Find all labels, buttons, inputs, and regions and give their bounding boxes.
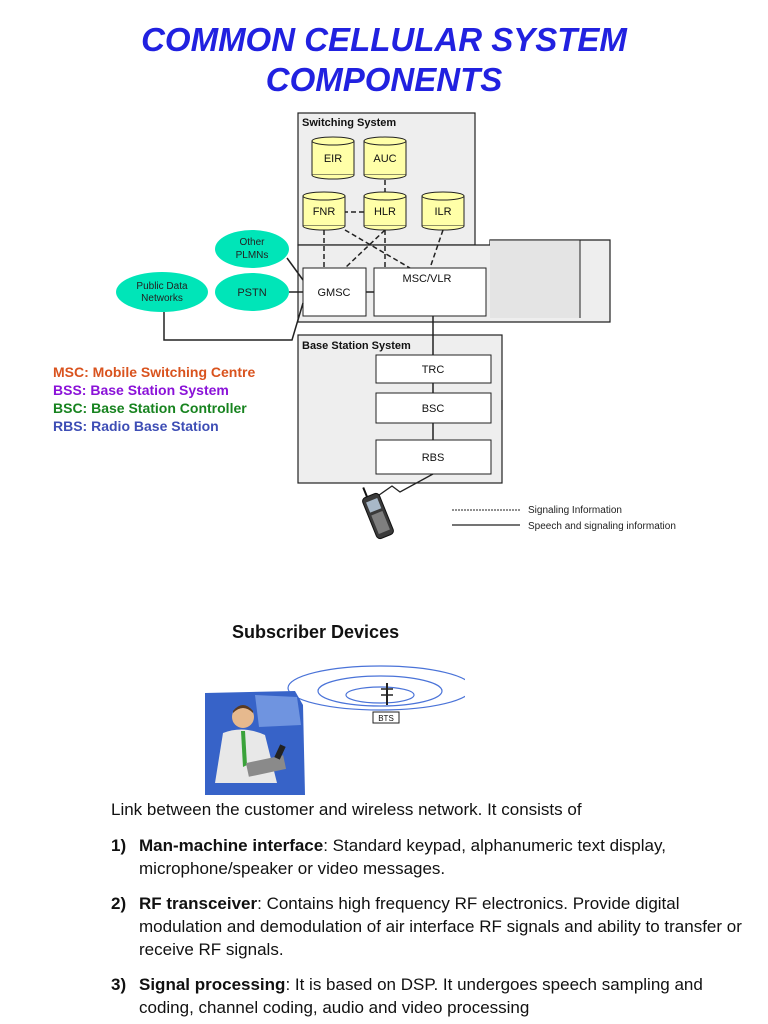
person-with-phone: [215, 705, 287, 783]
msc-vlr-label: MSC/VLR: [403, 273, 452, 285]
cellular-system-diagram: Switching System EIR AUC FNR HLR ILR: [116, 112, 676, 540]
public-data-networks-label-2: Networks: [141, 293, 183, 304]
bsc-label: BSC: [422, 403, 445, 415]
gmsc-label: GMSC: [318, 287, 351, 299]
list-item-term: Man-machine interface: [139, 836, 324, 855]
list-item-number: 1): [111, 836, 127, 855]
ilr-db: ILR: [421, 191, 465, 231]
eir-label: EIR: [324, 153, 342, 165]
signaling-links: [323, 180, 444, 269]
list-item: 2) RF transceiver: Contains high frequen…: [111, 892, 761, 961]
list-item-desc: : Standard keypad, alphanumeric text dis…: [139, 836, 666, 878]
speech-signaling-information-label: Speech and signaling information: [528, 521, 676, 532]
list-item-desc: : It is based on DSP. It undergoes speec…: [139, 975, 703, 1017]
bts-tower-icon: BTS: [372, 683, 400, 724]
switching-system-shadow: [490, 240, 580, 318]
intro-text: Link between the customer and wireless n…: [111, 800, 582, 819]
base-station-system-label: Base Station System: [302, 340, 411, 352]
legend-rbs: RBS: Radio Base Station: [53, 418, 219, 434]
list-item-number: 3): [111, 975, 127, 994]
signaling-information-label: Signaling Information: [528, 505, 622, 516]
other-plmns-label-2: PLMNs: [236, 250, 269, 261]
fnr-label: FNR: [313, 206, 336, 218]
legend-msc: MSC: Mobile Switching Centre: [53, 364, 256, 380]
switching-system-label: Switching System: [302, 117, 396, 129]
public-data-networks-label-1: Public Data: [136, 281, 188, 292]
list-item-term: RF transceiver: [139, 894, 258, 913]
legend-bss: BSS: Base Station System: [53, 382, 229, 398]
mobile-phone-icon: [362, 487, 394, 540]
trc-box: [375, 354, 492, 384]
hlr-label: HLR: [374, 206, 396, 218]
gmsc-box: [302, 267, 367, 317]
public-data-networks-node: [116, 272, 208, 312]
bts-label: BTS: [378, 714, 394, 723]
subscriber-illustration: BTS: [205, 665, 465, 795]
external-links: [163, 257, 434, 341]
list-item: 1) Man-machine interface: Standard keypa…: [111, 834, 761, 880]
trc-label: TRC: [422, 364, 445, 376]
eir-db: EIR: [311, 136, 355, 180]
list-item: 3) Signal processing: It is based on DSP…: [111, 973, 761, 1019]
list-item-desc: : Contains high frequency RF electronics…: [139, 894, 742, 959]
rbs-label: RBS: [422, 452, 445, 464]
msc-vlr-box: [373, 267, 487, 317]
page-title-line2: COMPONENTS: [265, 61, 503, 98]
hlr-db: HLR: [363, 191, 407, 231]
fnr-db: FNR: [302, 191, 346, 231]
legend-bsc: BSC: Base Station Controller: [53, 400, 247, 416]
other-plmns-node: [215, 230, 289, 268]
radio-link: [371, 473, 434, 501]
pstn-node: [215, 273, 289, 311]
auc-label: AUC: [373, 153, 396, 165]
list-item-number: 2): [111, 894, 127, 913]
bsc-box: [375, 392, 492, 424]
other-plmns-label-1: Other: [239, 237, 265, 248]
page-title-line1: COMMON CELLULAR SYSTEM: [141, 21, 627, 58]
list-item-term: Signal processing: [139, 975, 286, 994]
subscriber-devices-heading: Subscriber Devices: [232, 622, 400, 642]
pstn-label: PSTN: [237, 287, 266, 299]
rbs-box: [375, 439, 492, 475]
ilr-label: ILR: [434, 206, 451, 218]
auc-db: AUC: [363, 136, 407, 180]
